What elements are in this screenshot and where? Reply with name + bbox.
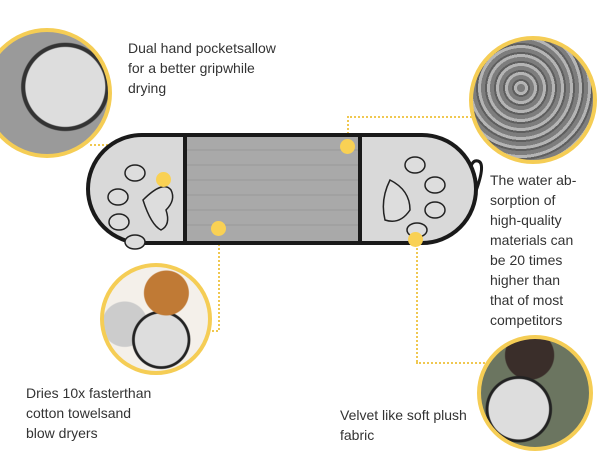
drying-dog-photo	[477, 335, 593, 451]
glove-hand-photo	[0, 28, 112, 158]
callout-absorption: The water ab- sorption of high-quality m…	[490, 172, 577, 328]
connector-line	[347, 116, 472, 118]
puppy-photo	[100, 263, 212, 375]
hotspot-dot	[211, 221, 226, 236]
towel-image	[85, 115, 490, 250]
connector-line	[416, 244, 418, 362]
connector-line	[347, 116, 349, 146]
connector-line	[416, 362, 516, 364]
hotspot-dot	[156, 172, 171, 187]
callout-velvet: Velvet like soft plush fabric	[340, 407, 467, 443]
connector-line	[218, 232, 220, 330]
callout-dries: Dries 10x fasterthan cotton towelsand bl…	[26, 385, 152, 441]
callout-grip: Dual hand pocketsallow for a better grip…	[128, 40, 276, 96]
fiber-closeup-photo	[469, 36, 597, 164]
hotspot-dot	[340, 139, 355, 154]
hotspot-dot	[408, 232, 423, 247]
